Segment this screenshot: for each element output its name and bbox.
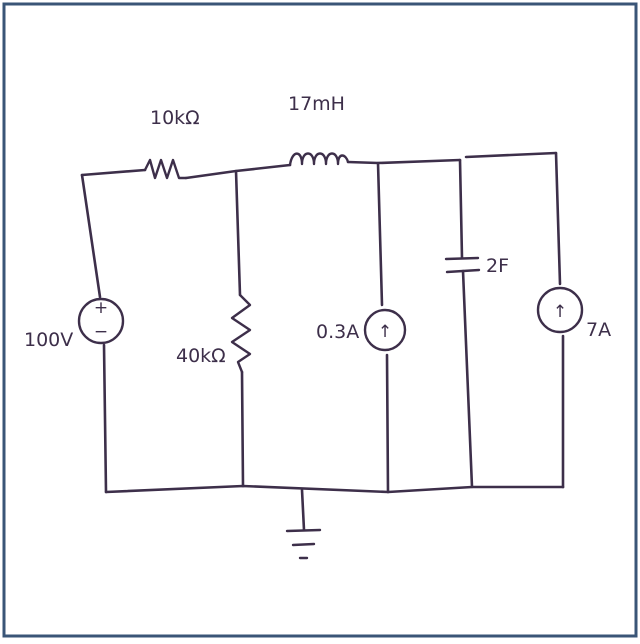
- current-source-7a-branch: ↑: [536, 151, 584, 489]
- capacitor-2f-branch: [444, 158, 481, 489]
- resistor-40k-label: 40kΩ: [176, 345, 226, 367]
- current-source-0.3a-label: 0.3A: [316, 321, 359, 343]
- inductor-label: 17mH: [288, 93, 345, 115]
- current-source-7a-label: 7A: [586, 319, 611, 341]
- arrow-up-icon: ↑: [553, 302, 567, 322]
- resistor-10k: [143, 158, 188, 180]
- current-source-0.3a-symbol: [363, 308, 407, 352]
- bottom-rail: [104, 484, 565, 494]
- inductor-17mh: [288, 152, 350, 167]
- plus-sign: +: [94, 298, 108, 318]
- current-source-7a-symbol: [536, 286, 584, 334]
- current-source-0.3a-branch: ↑: [363, 161, 407, 494]
- voltage-source-label: 100V: [24, 329, 73, 351]
- arrow-up-icon: ↑: [378, 322, 392, 342]
- capacitor-label: 2F: [486, 255, 509, 277]
- voltage-source-branch: + −: [77, 173, 125, 494]
- ground-symbol: [285, 488, 322, 560]
- resistor-40k-branch: [230, 169, 252, 488]
- minus-sign: −: [94, 322, 108, 342]
- resistor-10k-label: 10kΩ: [150, 107, 200, 129]
- voltage-source-symbol: [77, 297, 125, 345]
